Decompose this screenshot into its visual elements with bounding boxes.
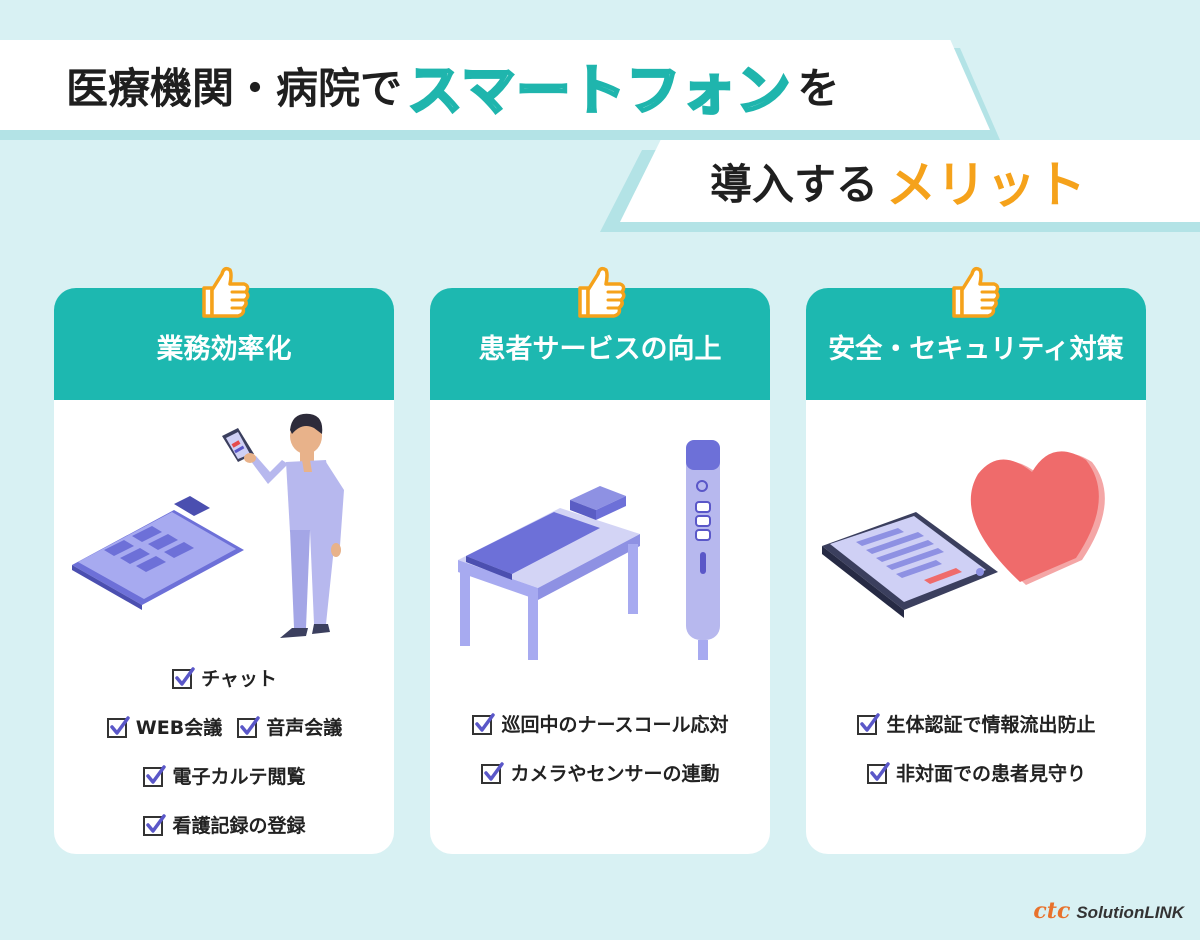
check-label: カメラやセンサーの連動 [510,763,720,785]
title-highlight-smartphone: スマートフォン [407,57,792,123]
check-row: カメラやセンサーの連動 [430,759,770,786]
check-item-camera-sensor: カメラやセンサーの連動 [480,759,720,786]
check-label: WEB会議 [135,717,223,739]
company-logo: ctc SolutionLINK [1033,898,1184,924]
card-header-efficiency: 業務効率化 [54,288,394,400]
check-label: 音声会議 [266,717,343,739]
check-row: 生体認証で情報流出防止 [806,710,1146,737]
check-label: 生体認証で情報流出防止 [886,714,1096,736]
check-item-voice-meeting: 音声会議 [236,713,342,740]
hospital-bed-icon [458,440,720,660]
check-item-emr: 電子カルテ閲覧 [142,762,306,789]
check-item-remote-monitoring: 非対面での患者見守り [866,759,1086,786]
check-label: 巡回中のナースコール応対 [501,714,729,736]
title-text-1: 医療機関・病院で [66,63,403,113]
thumbs-up-icon [578,266,626,318]
checkbox-checked-icon [143,813,167,836]
check-row: 電子カルテ閲覧 [54,762,394,789]
title-highlight-merit: メリット [886,156,1087,214]
smartphone-heart-icon [822,451,1105,618]
check-row: 非対面での患者見守り [806,759,1146,786]
checkbox-checked-icon [472,712,496,735]
doctor-with-smartphone-icon [72,413,344,638]
card-efficiency: 業務効率化 [54,288,394,854]
check-row: チャット [54,664,394,691]
check-row: 巡回中のナースコール応対 [430,710,770,737]
title-text-2: を [797,63,840,113]
check-label: 看護記録の登録 [172,815,306,837]
check-item-nursing-record: 看護記録の登録 [142,811,306,838]
title-banner-2: 導入する メリット [620,140,1200,222]
checkbox-checked-icon [143,764,167,787]
thumbs-up-icon [202,266,250,318]
checkbox-checked-icon [106,715,130,738]
check-row: 看護記録の登録 [54,811,394,838]
check-list-security: 生体認証で情報流出防止 非対面での患者見守り [806,710,1146,808]
check-row: WEB会議 音声会議 [54,713,394,740]
checkbox-checked-icon [237,715,260,738]
logo-product: SolutionLINK [1076,903,1184,922]
thumbs-up-icon [952,266,1000,318]
card-security: 安全・セキュリティ対策 生体認証で情報流出防止 非対面での患者 [806,288,1146,854]
checkbox-checked-icon [857,712,881,735]
check-label: 非対面での患者見守り [895,763,1086,785]
check-label: チャット [201,668,277,690]
logo-brand: ctc [1033,898,1071,924]
checkbox-checked-icon [866,761,890,784]
card-patient-service: 患者サービスの向上 巡回中のナースコール応対 [430,288,770,854]
checkbox-checked-icon [172,666,195,689]
title-banner-1: 医療機関・病院で スマートフォン を [0,40,990,130]
check-list-patient-service: 巡回中のナースコール応対 カメラやセンサーの連動 [430,710,770,808]
check-item-nurse-call: 巡回中のナースコール応対 [471,710,729,737]
title-text-3: 導入する [710,159,879,209]
check-item-chat: チャット [171,664,277,691]
check-item-web-meeting: WEB会議 [106,713,222,740]
checkbox-checked-icon [481,761,505,784]
check-list-efficiency: チャット WEB会議 音声会議 電子カルテ閲覧 看護記録の登録 [54,664,394,854]
check-label: 電子カルテ閲覧 [172,766,306,788]
check-item-biometrics: 生体認証で情報流出防止 [856,710,1096,737]
